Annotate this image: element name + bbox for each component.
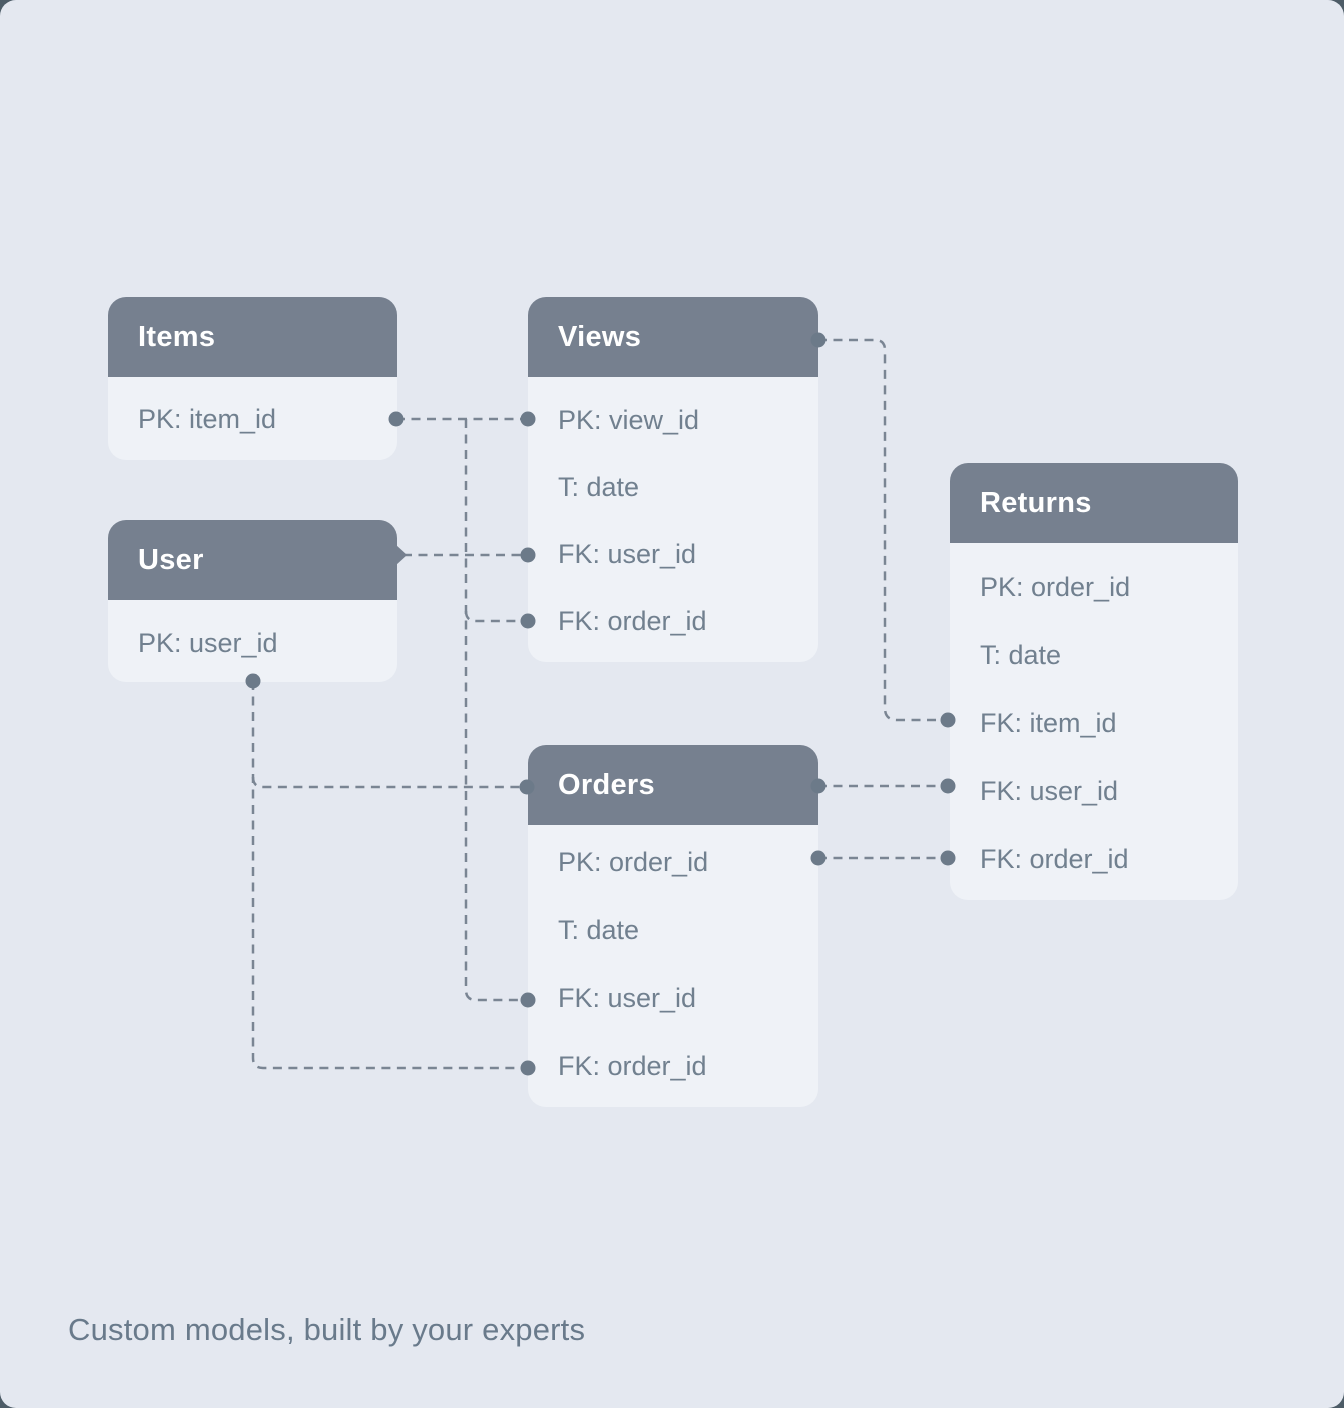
field-row: T: date (558, 914, 640, 945)
table-header-returns: Returns (950, 463, 1238, 543)
field-row: FK: user_id (558, 982, 697, 1013)
entity-table-returns: Returns PK: order_id T: date FK: item_id… (950, 463, 1238, 900)
table-body-views: PK: view_id T: date FK: user_id FK: orde… (528, 377, 818, 662)
field-row: T: date (980, 639, 1062, 670)
connector-user-orders-header (251, 776, 527, 789)
user-header-pointer (396, 545, 407, 565)
table-body-items: PK: item_id (108, 377, 397, 460)
field-row: FK: user_id (558, 539, 697, 569)
table-title: Items (138, 320, 216, 353)
field-row: FK: order_id (980, 843, 1129, 874)
entity-table-items: Items PK: item_id (108, 297, 397, 460)
table-header-items: Items (108, 297, 397, 377)
field-row: PK: user_id (138, 627, 278, 658)
caption-text: Custom models, built by your experts (68, 1312, 586, 1347)
field-row: PK: order_id (980, 571, 1131, 602)
entity-table-views: Views PK: view_id T: date FK: user_id FK… (528, 297, 818, 662)
table-header-orders: Orders (528, 745, 818, 825)
field-row: PK: item_id (138, 403, 277, 434)
table-header-user: User (108, 520, 397, 600)
field-row: PK: order_id (558, 846, 709, 877)
table-body-orders: PK: order_id T: date FK: user_id FK: ord… (528, 825, 818, 1107)
table-body-returns: PK: order_id T: date FK: item_id FK: use… (950, 543, 1238, 900)
connector-branch-views-order-id (464, 610, 528, 623)
field-row: T: date (558, 472, 640, 502)
connector-views-returns-item-id (818, 338, 948, 722)
table-title: Views (558, 320, 642, 353)
field-row: FK: item_id (980, 707, 1117, 738)
table-title: Returns (980, 486, 1092, 519)
table-title: User (138, 543, 204, 576)
entity-table-user: User PK: user_id (108, 520, 397, 682)
table-title: Orders (558, 768, 655, 801)
connector-bus-orders-user-id (464, 419, 528, 1002)
table-body-user: PK: user_id (108, 600, 397, 682)
entity-table-orders: Orders PK: order_id T: date FK: user_id … (528, 745, 818, 1107)
field-row: FK: order_id (558, 1050, 707, 1081)
connector-user-orders-order-id (251, 681, 528, 1070)
field-row: PK: view_id (558, 405, 700, 435)
table-header-views: Views (528, 297, 818, 377)
field-row: FK: user_id (980, 775, 1119, 806)
field-row: FK: order_id (558, 606, 707, 636)
